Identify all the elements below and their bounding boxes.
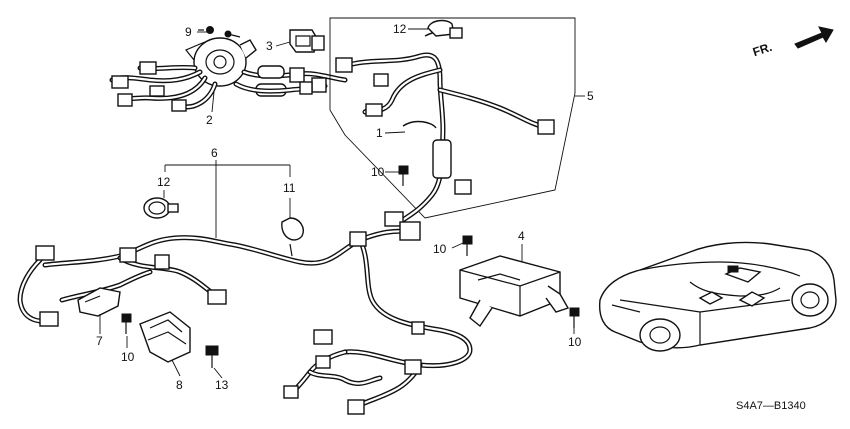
callout-4: 4 (518, 229, 525, 243)
bolt-part-10-c (462, 235, 473, 256)
callout-10-upper: 10 (371, 165, 385, 179)
callout-12-left: 12 (157, 175, 171, 189)
diagram-reference-code: S4A7—B1340 (736, 400, 806, 412)
bracket-part-3 (289, 29, 325, 53)
harness-part-5-group (329, 17, 576, 227)
front-direction-arrow: FR. (751, 26, 834, 59)
callout-9: 9 (185, 25, 192, 39)
callout-3: 3 (266, 39, 273, 53)
callout-10-left: 10 (121, 350, 135, 364)
callout-7: 7 (96, 334, 103, 348)
front-arrow-icon (794, 26, 834, 49)
vehicle-location-illustration (598, 241, 837, 352)
callout-11: 11 (283, 181, 296, 195)
bolt-part-10-a (121, 313, 132, 334)
front-direction-label: FR. (751, 40, 774, 59)
callout-12-top: 12 (393, 22, 407, 36)
cable-reel-assembly (109, 30, 348, 112)
callout-labels: 9 3 2 12 5 1 10 6 12 11 4 10 7 10 8 13 1… (96, 22, 806, 412)
bolt-part-10-d (569, 307, 580, 328)
callout-10-middle: 10 (433, 242, 447, 256)
callout-13: 13 (215, 378, 229, 392)
callout-10-right: 10 (568, 335, 582, 349)
callout-1: 1 (376, 126, 383, 140)
leader-lines (99, 28, 585, 379)
clip-part-11 (281, 217, 304, 257)
callout-2: 2 (206, 113, 213, 127)
callout-6: 6 (211, 146, 218, 160)
callout-8: 8 (176, 378, 183, 392)
cover-part-8 (139, 311, 191, 363)
sensor-part-7 (77, 287, 121, 317)
clip-part-12-top (427, 19, 463, 39)
callout-5: 5 (587, 89, 594, 103)
clip-part-12-left (143, 197, 179, 219)
screw-part-9 (198, 26, 214, 34)
srs-unit-part-4 (459, 255, 570, 328)
bolt-part-13 (205, 345, 219, 368)
main-harness-part-6 (17, 221, 473, 415)
bolt-part-10-b (398, 165, 409, 186)
